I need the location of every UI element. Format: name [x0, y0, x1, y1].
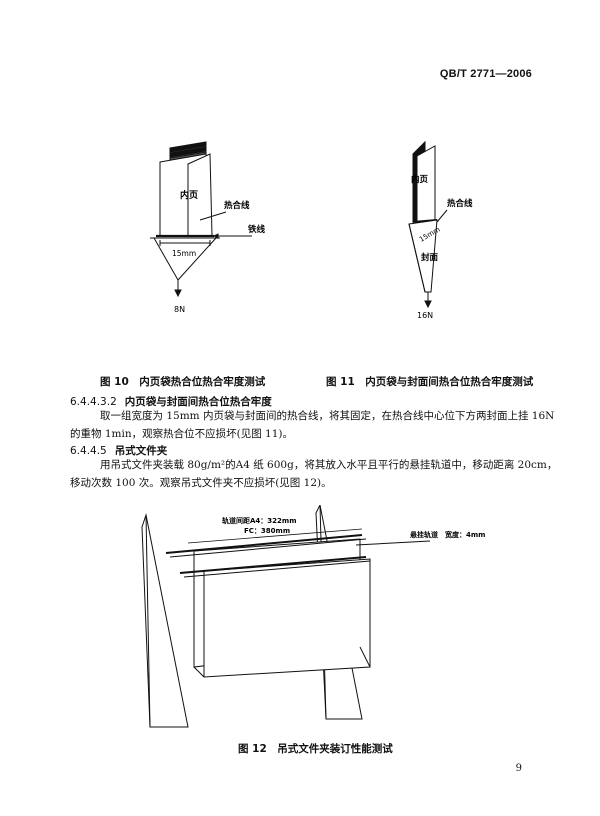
section-6445-line2: 移动次数 100 次。观察吊式文件夹不应损坏(见图 12)。: [70, 477, 332, 489]
hang-string-right: [177, 237, 217, 281]
fig10-label-heat-seal: 热合线: [224, 200, 250, 211]
folder-front: [203, 558, 371, 678]
leader-hanging-track: [355, 540, 431, 546]
section-6443-2-line1: 取一组宽度为 15mm 内页袋与封面间的热合线，将其固定，在热合线中心位下方两封…: [100, 410, 555, 422]
fig12-label-hanging-track: 悬挂轨道 宽度：4mm: [409, 530, 485, 539]
section-6443-2-line2: 的重物 1min，观察热合位不应损坏(见图 11)。: [70, 428, 293, 440]
fig11-label-inner-page: 内页: [411, 174, 429, 185]
section-6445-heading: 6.4.4.5 吊式文件夹: [70, 443, 167, 458]
rail-back: [165, 534, 363, 554]
fig11-label-cover: 封面: [421, 252, 439, 263]
section-6443-2-heading: 6.4.4.3.2 内页袋与封面间热合位热合牢度: [70, 394, 272, 409]
track-spacing-dimension: [187, 528, 363, 544]
figure-12-diagram: 轨道间距A4：322mm FC：380mm 悬挂轨道 宽度：4mm: [141, 505, 485, 728]
section-title: 内页袋与封面间热合位热合牢度: [124, 396, 272, 408]
fig10-label-width: 15mm: [172, 249, 196, 258]
figure-11-caption: 图 11 内页袋与封面间热合位热合牢度测试: [326, 376, 534, 388]
section-number: 6.4.4.3.2: [70, 396, 117, 408]
section-number: 6.4.4.5: [70, 445, 107, 457]
fig12-label-spacing-fc: FC：380mm: [244, 527, 290, 535]
leader-heat-seal: [199, 211, 227, 221]
page-number: 9: [515, 763, 522, 774]
sheet-stack-2: [169, 146, 207, 158]
figure-10-diagram: 内页 热合线 铁线 15mm 8N: [150, 141, 266, 314]
hang-string-left: [153, 237, 179, 281]
section-6445-line1: 用吊式文件夹装载 80g/m²的A4 纸 600g，将其放入水平且平行的悬挂轨道…: [100, 459, 558, 471]
left-support-panel: [141, 513, 189, 728]
standard-code: QB/T 2771—2006: [439, 68, 532, 80]
figure-10-caption: 图 10 内页袋热合位热合牢度测试: [100, 376, 266, 388]
figure-12-caption: 图 12 吊式文件夹装订性能测试: [238, 743, 393, 755]
rail-front: [179, 556, 367, 574]
figure-11-diagram: 内页 热合线 15mm 封面 16N: [408, 140, 473, 320]
fig11-label-force: 16N: [417, 311, 433, 320]
fig10-label-iron-wire: 铁线: [248, 224, 266, 235]
fig12-label-spacing-a4: 轨道间距A4：322mm: [222, 516, 297, 525]
fig10-label-force: 8N: [174, 305, 185, 314]
inner-page: [416, 145, 436, 225]
leader-heat-seal: [436, 209, 448, 223]
section-title: 吊式文件夹: [114, 445, 168, 457]
fig10-label-inner-page: 内页: [180, 189, 198, 201]
fig11-label-heat-seal: 热合线: [447, 198, 473, 209]
sheet-stack-1: [169, 141, 207, 153]
